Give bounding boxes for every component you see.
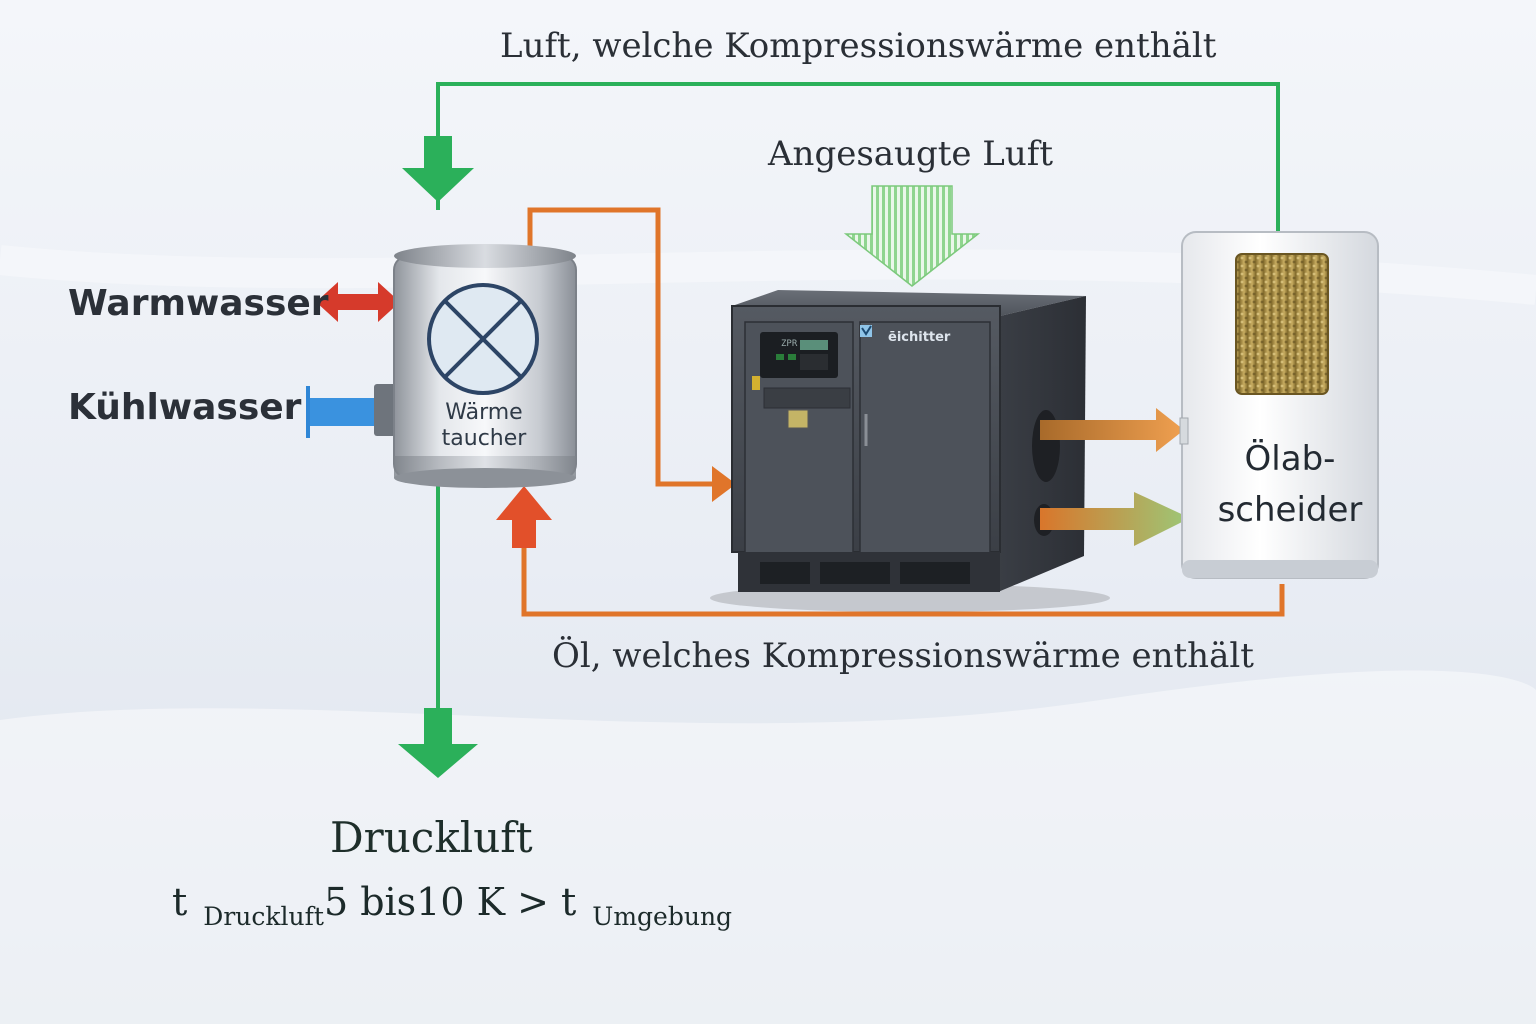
oil-return-line xyxy=(521,540,1285,617)
compressor xyxy=(710,290,1110,612)
compressed-air-down-arrow xyxy=(398,708,478,778)
hot-air-oil-arrow xyxy=(1040,408,1184,452)
formula-relation: 5 bis10 K > t xyxy=(323,880,577,924)
formula-t1: t xyxy=(172,880,188,924)
formula-subscript-druckluft: Druckluft xyxy=(203,902,324,931)
oil-with-heat-label: Öl, welches Kompressionswärme enthält xyxy=(552,636,1254,676)
circle-x-icon xyxy=(427,283,539,395)
air-to-separator-arrow xyxy=(1040,492,1190,546)
oil-into-compressor-arrow xyxy=(712,466,736,502)
filter-element-icon xyxy=(1235,253,1329,395)
warm-water-arrow xyxy=(316,282,400,322)
oil-up-arrow xyxy=(496,486,552,548)
air-with-heat-label: Luft, welche Kompressionswärme enthält xyxy=(500,26,1217,66)
cooling-water-pipe xyxy=(306,386,310,438)
oil-separator-label-line1: Ölab- xyxy=(1244,439,1336,479)
compressor-display-readout: ZPR xyxy=(781,339,798,349)
heat-exchanger-label-line1: Wärme xyxy=(445,400,523,425)
formula-subscript-umgebung: Umgebung xyxy=(592,902,733,931)
compressed-air-label: Druckluft xyxy=(330,813,533,862)
warm-water-label: Warmwasser xyxy=(68,283,329,324)
compressor-brand-label: ēichitter xyxy=(888,330,951,345)
cooling-water-fitting xyxy=(374,384,396,436)
oil-separator-label-line2: scheider xyxy=(1217,490,1363,530)
oil-hot-line xyxy=(527,207,716,487)
intake-air-arrow xyxy=(843,185,981,287)
air-down-arrow-top xyxy=(402,136,474,202)
background-wave xyxy=(0,670,1536,1024)
cooling-water-label: Kühlwasser xyxy=(68,387,302,428)
cooling-water-pipe-body xyxy=(310,398,374,426)
intake-air-label: Angesaugte Luft xyxy=(768,134,1054,174)
heat-exchanger-label-line2: taucher xyxy=(441,426,527,451)
